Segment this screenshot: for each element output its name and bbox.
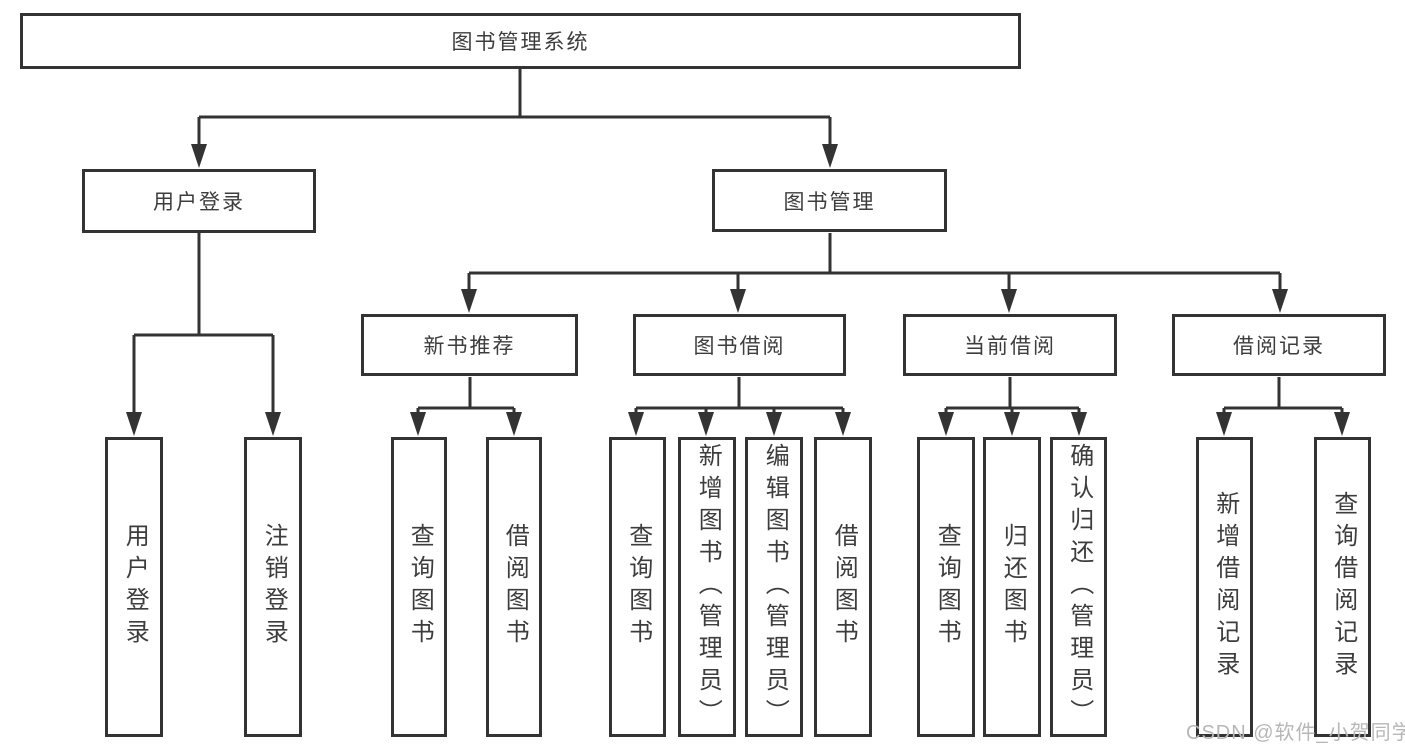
leaf-cb-confirm-return-admin: 确认归还（管理员）: [1050, 437, 1107, 737]
leaf-nbr-query-book: 查询图书: [391, 437, 447, 737]
leaf-cb-query-book: 查询图书: [917, 437, 975, 737]
leaf-bb-add-book-admin: 新增图书（管理员）: [678, 437, 736, 737]
leaf-bb-edit-book-admin: 编辑图书（管理员）: [745, 437, 803, 737]
node-book-borrowing: 图书借阅: [633, 314, 846, 376]
leaf-user-login: 用户登录: [105, 437, 163, 737]
node-user-login: 用户登录: [82, 169, 316, 233]
leaf-cb-return-book: 归还图书: [983, 437, 1041, 737]
leaf-logout: 注销登录: [244, 437, 302, 737]
node-borrow-records: 借阅记录: [1172, 314, 1386, 376]
arrowheads: [126, 144, 1350, 436]
leaf-nbr-borrow-book: 借阅图书: [486, 437, 542, 737]
node-book-management: 图书管理: [712, 169, 947, 232]
node-new-book-recommend: 新书推荐: [361, 314, 578, 376]
node-root-library-system: 图书管理系统: [20, 13, 1021, 69]
leaf-br-add-record: 新增借阅记录: [1196, 437, 1253, 737]
node-current-borrowing: 当前借阅: [903, 314, 1117, 376]
leaf-bb-borrow-book: 借阅图书: [814, 437, 872, 737]
leaf-bb-query-book: 查询图书: [609, 437, 666, 737]
csdn-watermark: CSDN @软件_小贺同学: [1186, 722, 1405, 744]
leaf-br-query-record: 查询借阅记录: [1314, 437, 1371, 737]
